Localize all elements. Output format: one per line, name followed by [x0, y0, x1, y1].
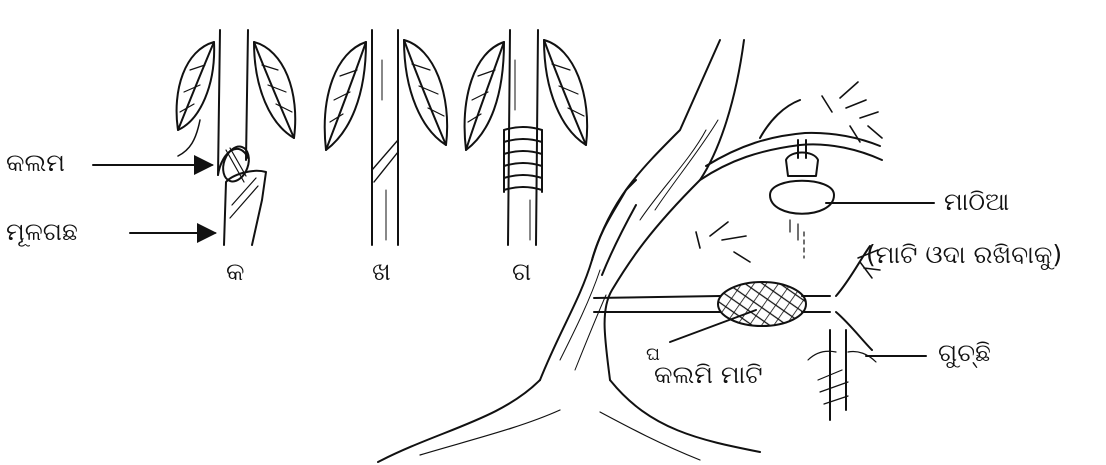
label-kalami-mati: କଲମି ମାଟି: [654, 360, 763, 390]
stem-c-wrapped: [465, 30, 588, 245]
label-step-kha: ଖ: [372, 257, 391, 287]
label-kalam: କଲମ: [6, 148, 65, 178]
label-mulagachha: ମୂଳଗଛ: [6, 217, 78, 247]
label-mathia: ମାଠିଆ: [944, 187, 1009, 217]
tree-air-layering: [378, 40, 882, 462]
label-step-ga: ଗ: [512, 257, 531, 287]
stem-a-graft: [177, 30, 296, 245]
pointer-kalami-mati: [670, 310, 756, 342]
stem-b-cut: [325, 30, 447, 245]
label-step-ka: କ: [226, 257, 244, 287]
label-mathia-note: (ମାଟି ଓଦା ରଖିବାକୁ): [866, 240, 1062, 270]
label-guchhi: ଗୁଚ୍ଛି: [938, 338, 991, 368]
